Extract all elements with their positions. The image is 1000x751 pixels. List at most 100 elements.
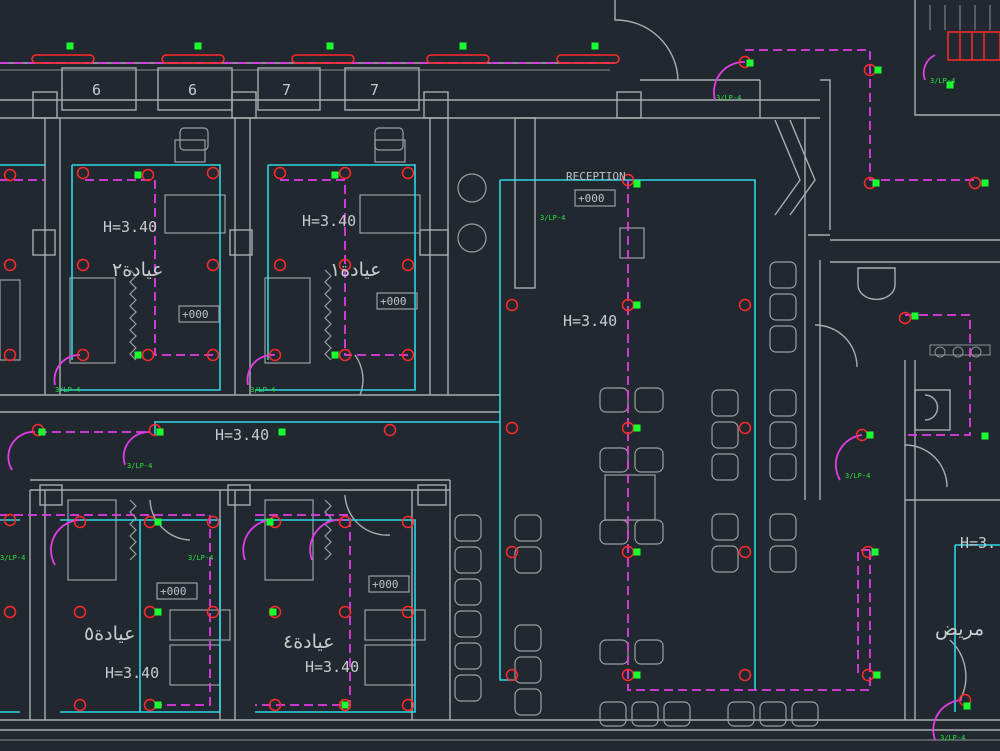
receptacle: [981, 432, 989, 440]
room-label: مريض: [935, 618, 984, 640]
receptacle: [134, 351, 142, 359]
circuit-tag: 3/LP-4: [540, 214, 565, 222]
downlight: [738, 668, 752, 682]
downlight: [338, 698, 352, 712]
annotations: 6 6 7 7 H=3.40 H=3.40 H=3.40 H=3.40 H=3.…: [84, 81, 996, 682]
downlight: [338, 166, 352, 180]
receptacle: [154, 608, 162, 616]
downlight: [268, 698, 282, 712]
receptacle: [154, 701, 162, 709]
downlight: [73, 698, 87, 712]
downlight: [401, 698, 415, 712]
downlight: [505, 668, 519, 682]
receptacle: [66, 42, 74, 50]
downlight: [73, 515, 87, 529]
receptacle: [946, 81, 954, 89]
downlight: [206, 348, 220, 362]
receptacle: [154, 518, 162, 526]
furniture-layer: [0, 127, 819, 727]
waiting-chairs: [454, 173, 819, 727]
receptacle: [331, 171, 339, 179]
downlight: [338, 515, 352, 529]
downlight: [383, 423, 397, 437]
downlight: [143, 698, 157, 712]
receptacle: [963, 702, 971, 710]
downlight: [401, 348, 415, 362]
receptacle: [326, 42, 334, 50]
receptacle: [134, 171, 142, 179]
receptacle: [872, 179, 880, 187]
downlight: [738, 545, 752, 559]
room-height-label: H=3.40: [302, 212, 356, 230]
clinic-label: عيادة١: [330, 259, 382, 281]
receptacle: [873, 671, 881, 679]
bed-number: 6: [92, 81, 101, 99]
receptacle: [266, 518, 274, 526]
receptacle: [633, 671, 641, 679]
room-height-label: H=3.40: [305, 658, 359, 676]
light-fixtures: [31, 31, 1000, 64]
downlight: [273, 258, 287, 272]
receptacle: [591, 42, 599, 50]
circuit-tag: 3/LP-4: [845, 472, 870, 480]
downlight: [3, 513, 17, 527]
downlight: [73, 605, 87, 619]
downlight: [401, 166, 415, 180]
downlight: [206, 515, 220, 529]
receptacle: [269, 608, 277, 616]
downlight: [505, 298, 519, 312]
receptacle: [981, 179, 989, 187]
downlight: [268, 348, 282, 362]
downlight: [206, 166, 220, 180]
downlight: [3, 605, 17, 619]
clinic-label: عيادة٤: [283, 631, 335, 653]
receptacle: [633, 180, 641, 188]
panel-tag: +000: [160, 585, 187, 598]
downlight: [3, 168, 17, 182]
bed-number: 7: [370, 81, 379, 99]
circuit-tag: 3/LP-4: [940, 734, 965, 742]
downlight: [401, 605, 415, 619]
bed-number: 7: [282, 81, 291, 99]
room-height-label: H=3.40: [563, 312, 617, 330]
circuit-tag: 3/LP-4: [716, 94, 741, 102]
downlight: [76, 348, 90, 362]
downlight: [206, 605, 220, 619]
circuit-tag: 3/LP-4: [250, 386, 275, 394]
downlight: [273, 166, 287, 180]
clinic-label: عيادة٥: [84, 623, 136, 645]
room-height-label: H=3.40: [215, 426, 269, 444]
room-height-label: H=3.40: [105, 664, 159, 682]
power-circuit: [0, 49, 978, 741]
downlight: [143, 605, 157, 619]
receptacle: [633, 548, 641, 556]
panel-tag: +000: [372, 578, 399, 591]
reception-label: RECEPTION: [566, 170, 626, 183]
receptacle: [911, 312, 919, 320]
downlight: [338, 348, 352, 362]
receptacle: [871, 548, 879, 556]
downlight: [143, 515, 157, 529]
downlight: [3, 348, 17, 362]
downlight: [338, 258, 352, 272]
downlight: [505, 421, 519, 435]
downlight: [898, 311, 912, 325]
circuit-tag: 3/LP-4: [55, 386, 80, 394]
downlight: [76, 258, 90, 272]
panel-tag: +000: [578, 192, 605, 205]
receptacle: [194, 42, 202, 50]
panel-tag: +000: [380, 295, 407, 308]
receptacle: [746, 59, 754, 67]
receptacle: [866, 431, 874, 439]
downlight: [861, 668, 875, 682]
receptacle: [633, 424, 641, 432]
circuit-tag: 3/LP-4: [930, 77, 955, 85]
downlight: [141, 168, 155, 182]
downlight: [738, 298, 752, 312]
downlight: [401, 515, 415, 529]
downlight-fixtures: [3, 55, 982, 712]
receptacle: [874, 66, 882, 74]
receptacle: [156, 428, 164, 436]
